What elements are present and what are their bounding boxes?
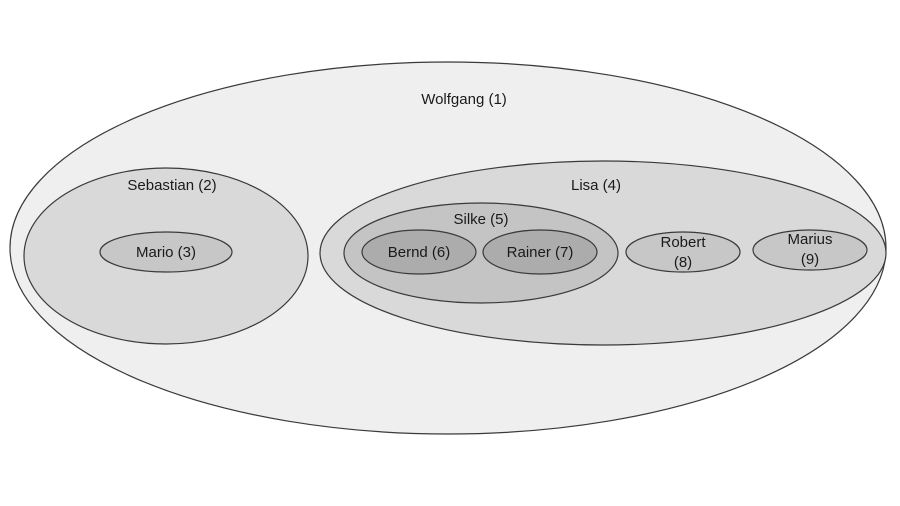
label-mario: Mario (3) (136, 244, 196, 261)
node-rainer (482, 229, 598, 275)
label-marius-number: (9) (801, 251, 819, 268)
node-bernd (361, 229, 477, 275)
label-robert-number: (8) (674, 254, 692, 271)
node-silke (343, 202, 619, 304)
label-robert-name: Robert (660, 234, 706, 251)
label-wolfgang: Wolfgang (1) (421, 91, 507, 108)
label-sebastian: Sebastian (2) (127, 177, 216, 194)
node-mario (99, 231, 233, 273)
label-marius-name: Marius (787, 231, 832, 248)
label-rainer: Rainer (7) (507, 244, 574, 261)
label-lisa: Lisa (4) (571, 177, 621, 194)
label-bernd: Bernd (6) (388, 244, 451, 261)
label-silke: Silke (5) (453, 211, 508, 228)
node-robert (625, 231, 741, 273)
node-marius (752, 229, 868, 271)
